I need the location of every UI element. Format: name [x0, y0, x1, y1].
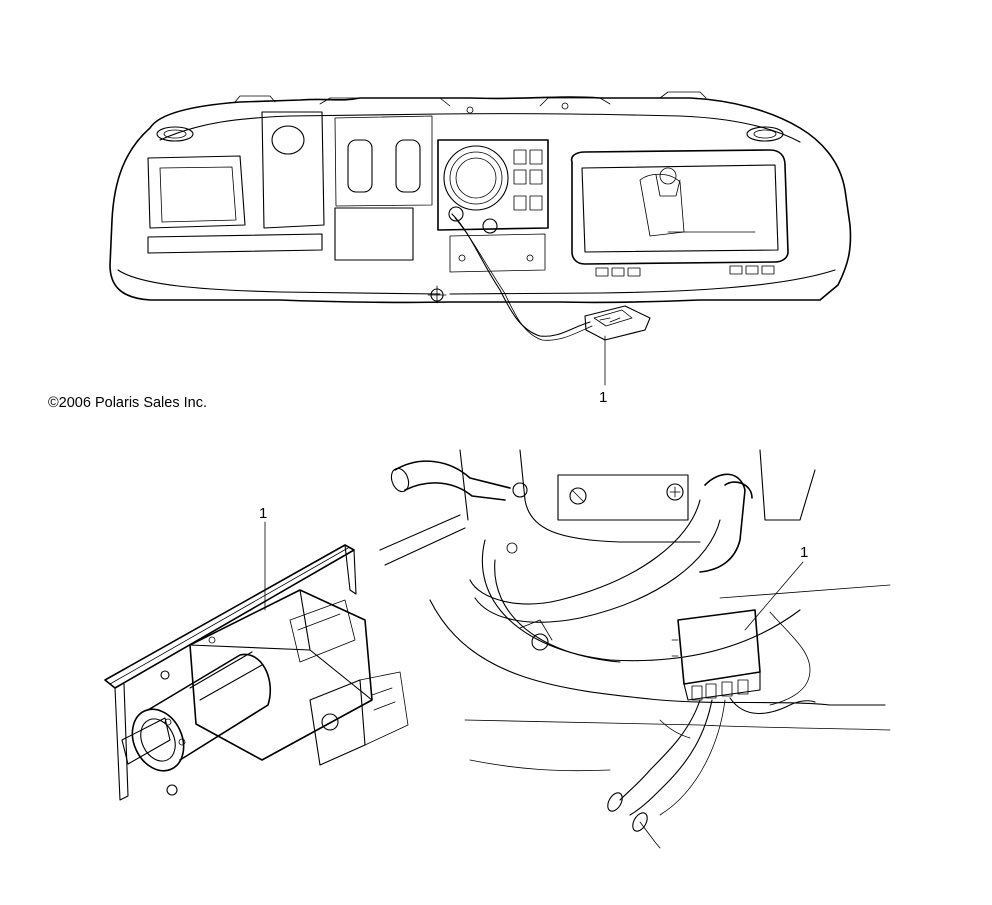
relay-assembly-callout-number: 1: [259, 505, 267, 522]
dashboard-illustration: [109, 91, 852, 386]
wiring-harness-illustration: [379, 449, 891, 849]
wiring-relay-callout-number: 1: [800, 544, 808, 561]
dash-callout-number: 1: [599, 389, 607, 406]
relay-assembly-illustration: [104, 521, 409, 801]
copyright-notice: ©2006 Polaris Sales Inc.: [48, 395, 207, 411]
